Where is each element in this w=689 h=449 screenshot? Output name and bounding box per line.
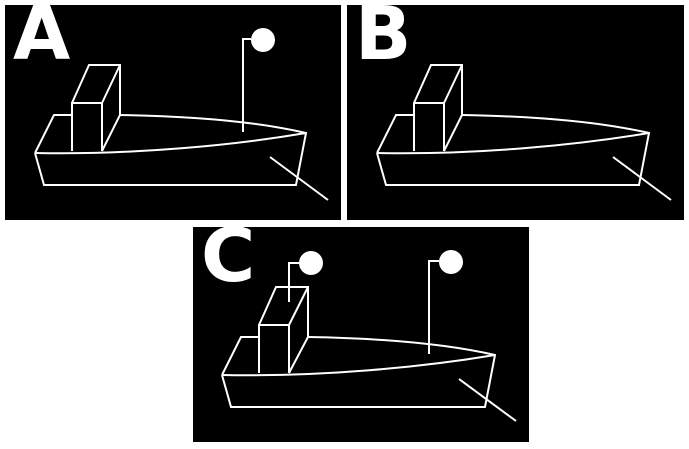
panel-label-c: C [201, 227, 256, 299]
panel-c: C [193, 227, 529, 442]
cabin [71, 64, 121, 152]
deck-edge [34, 132, 307, 155]
boat-drawing-b [376, 64, 672, 201]
anchor-line [269, 156, 329, 201]
boat-drawing-a [34, 28, 329, 201]
anchor-line [612, 156, 672, 201]
cabin [258, 286, 309, 374]
deck-edge [376, 132, 650, 155]
mast [428, 260, 439, 354]
boat-drawing-c [221, 250, 517, 422]
panel-label-a: A [13, 5, 71, 77]
anchor-line [458, 378, 517, 422]
panel-b: B [347, 5, 684, 220]
cabin-mast [288, 262, 299, 302]
panel-label-b: B [355, 5, 412, 77]
mast [242, 38, 251, 132]
mast-ball [251, 28, 275, 52]
cabin-mast-ball [299, 251, 323, 275]
panel-a: A [5, 5, 341, 220]
mast-ball [439, 250, 463, 274]
cabin [413, 64, 463, 152]
deck-edge [221, 354, 496, 377]
